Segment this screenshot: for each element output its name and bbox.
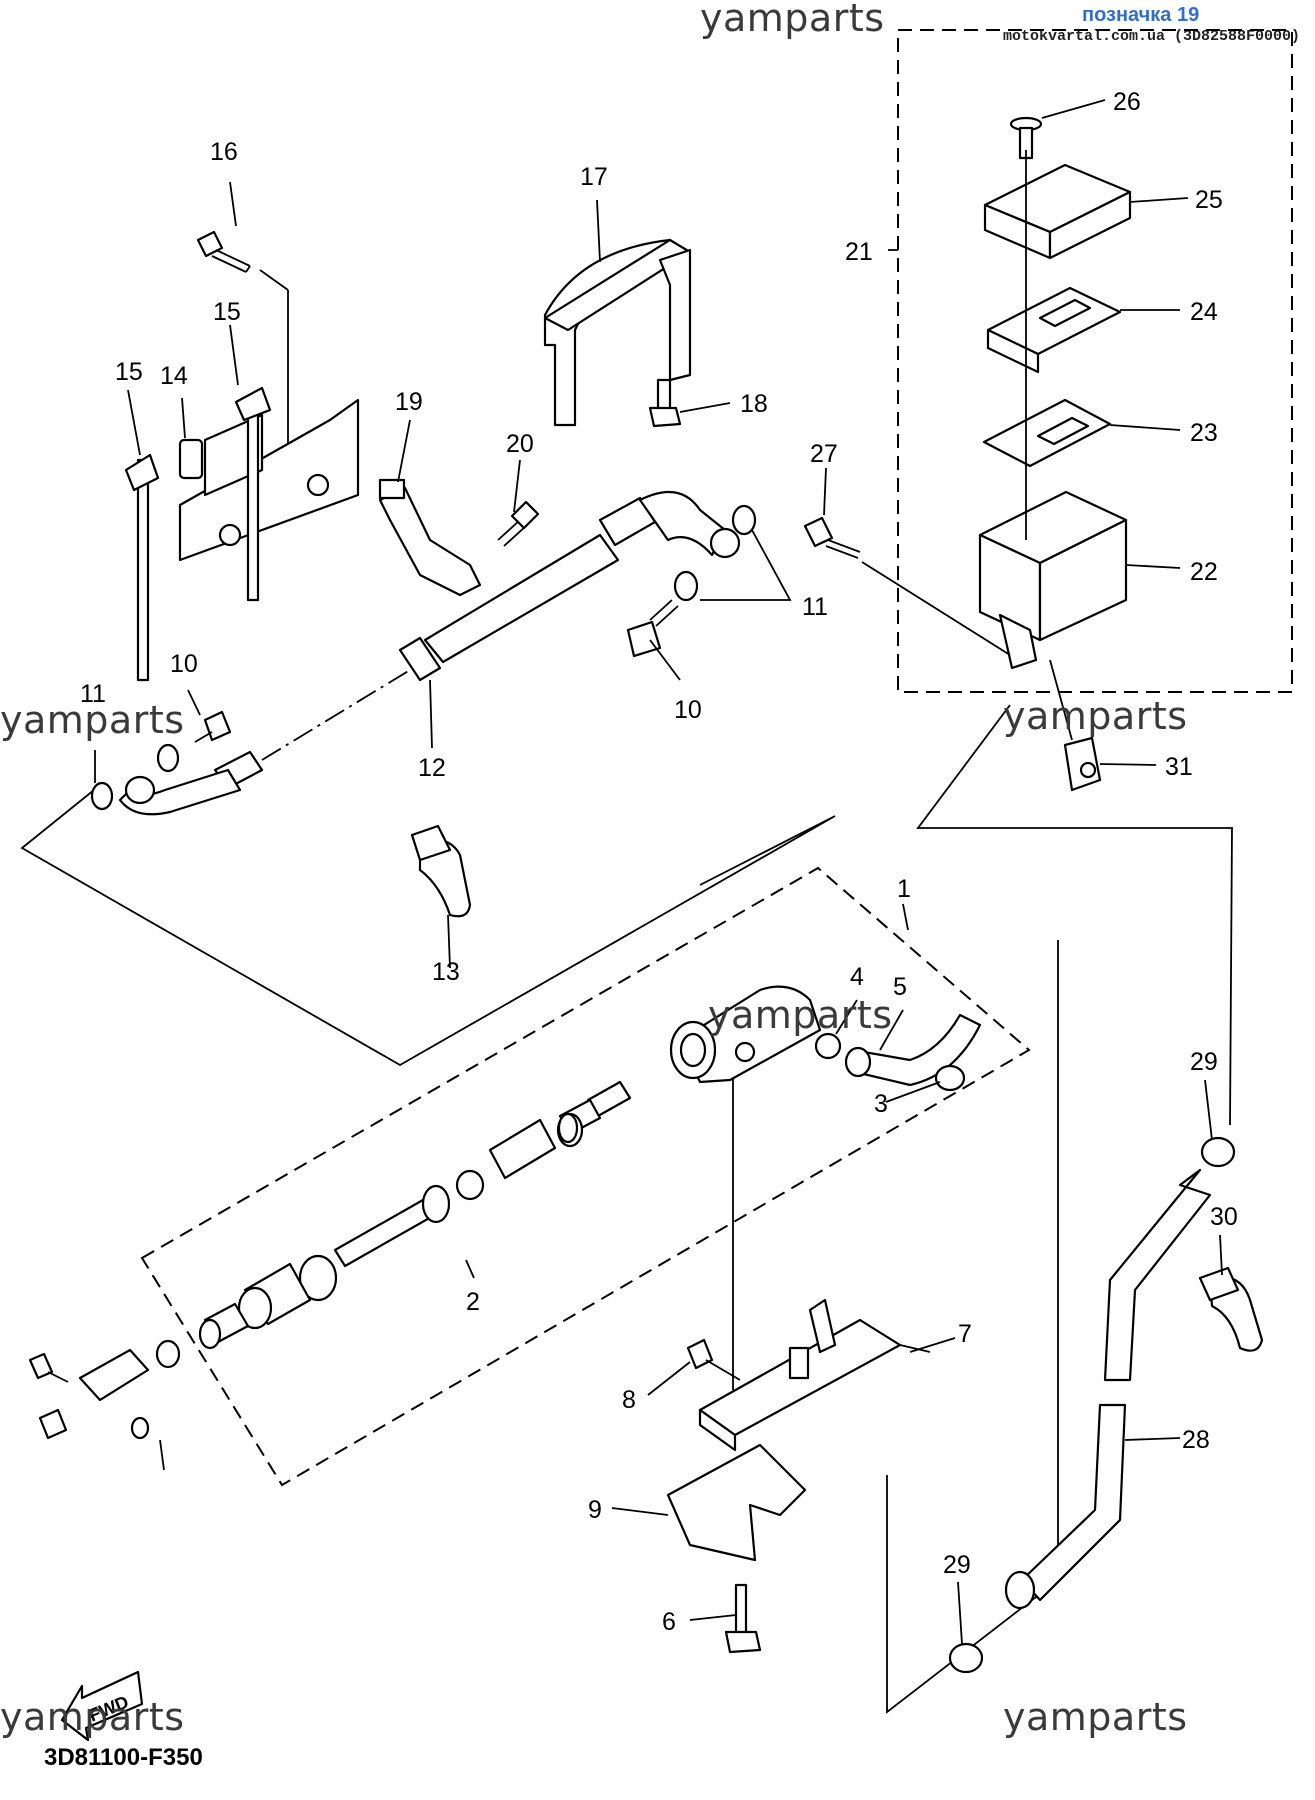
callout-11b: 11 bbox=[802, 593, 828, 621]
part-11-washers bbox=[90, 504, 792, 811]
part-5-elbow bbox=[844, 1013, 982, 1087]
part-7-bracket bbox=[698, 1298, 931, 1452]
callout-29a: 29 bbox=[1190, 1048, 1218, 1076]
callout-4: 4 bbox=[850, 963, 864, 991]
callout-10a: 10 bbox=[170, 650, 198, 678]
master-cylinder-body bbox=[669, 985, 822, 1084]
part-16-bolt bbox=[196, 230, 289, 462]
part-12-hose bbox=[118, 490, 741, 816]
callout-11a: 11 bbox=[80, 680, 106, 708]
part-27-bolt bbox=[803, 516, 1011, 656]
callout-19: 19 bbox=[395, 388, 423, 416]
watermark-bottom-right: yamparts bbox=[1003, 1695, 1188, 1739]
callout-10b: 10 bbox=[674, 696, 702, 724]
part-10-bolts bbox=[194, 599, 679, 743]
callout-15b: 15 bbox=[213, 298, 241, 326]
watermark-center: yamparts bbox=[708, 993, 893, 1037]
callout-28: 28 bbox=[1182, 1426, 1210, 1454]
callout-20: 20 bbox=[506, 430, 534, 458]
part-3-clip bbox=[934, 1064, 966, 1092]
part-30-clip bbox=[1198, 1266, 1264, 1352]
part-23-diaphragm bbox=[982, 398, 1112, 468]
part-15-cable-tie-long bbox=[124, 453, 160, 682]
designation-label: позначка 19 bbox=[1082, 4, 1200, 26]
part-9-cover bbox=[666, 1443, 807, 1562]
watermark-right: yamparts bbox=[1003, 694, 1188, 738]
part-29-clamp-lower bbox=[948, 1642, 984, 1674]
callout-29b: 29 bbox=[943, 1551, 971, 1579]
part-4-oring bbox=[814, 1032, 842, 1060]
part-31-clip bbox=[1049, 659, 1102, 792]
clevis-hardware bbox=[28, 1348, 165, 1471]
callout-13: 13 bbox=[432, 958, 460, 986]
callout-23: 23 bbox=[1190, 419, 1218, 447]
callout-22: 22 bbox=[1190, 558, 1218, 586]
watermark-top: yamparts bbox=[700, 0, 885, 40]
watermark-bottom-left: yamparts bbox=[0, 1695, 185, 1739]
callout-7: 7 bbox=[958, 1320, 972, 1348]
callout-3: 3 bbox=[874, 1090, 888, 1118]
part-2-piston-kit bbox=[155, 1080, 632, 1369]
callout-30: 30 bbox=[1210, 1203, 1238, 1231]
leader-lines bbox=[127, 99, 1223, 1645]
callout-6: 6 bbox=[662, 1608, 676, 1636]
part-19-bracket bbox=[378, 478, 482, 597]
part-6-bolt bbox=[724, 1583, 762, 1654]
part-13-clamp bbox=[410, 824, 472, 918]
callout-12: 12 bbox=[418, 754, 446, 782]
callout-18: 18 bbox=[740, 390, 768, 418]
part-8-bolt bbox=[686, 1338, 741, 1381]
callout-2: 2 bbox=[466, 1288, 480, 1316]
part-18-bolt bbox=[648, 378, 682, 428]
part-14-bracket bbox=[178, 398, 360, 562]
callout-15a: 15 bbox=[115, 358, 143, 386]
part-25-cap bbox=[983, 163, 1132, 260]
callout-31: 31 bbox=[1165, 753, 1193, 781]
source-label: motokvartal.com.ua (3D82588F0000) bbox=[1003, 28, 1301, 45]
callout-8: 8 bbox=[622, 1386, 636, 1414]
part-26-screw bbox=[1009, 116, 1043, 160]
callout-27: 27 bbox=[810, 440, 838, 468]
part-24-plate bbox=[986, 286, 1122, 374]
guide-line-left-loop bbox=[20, 789, 836, 1067]
callout-16: 16 bbox=[210, 138, 238, 166]
watermark-left: yamparts bbox=[0, 698, 185, 742]
callout-26: 26 bbox=[1113, 88, 1141, 116]
guide-line-right-loop bbox=[916, 704, 1233, 1126]
master-cylinder-assembly-box bbox=[140, 866, 1031, 1487]
part-29-clamp-upper bbox=[1200, 1136, 1236, 1168]
callout-5: 5 bbox=[893, 973, 907, 1001]
diagram-code: 3D81100-F350 bbox=[44, 1744, 203, 1771]
part-28-hose bbox=[1004, 1168, 1212, 1610]
callout-14: 14 bbox=[160, 362, 188, 390]
callout-21: 21 bbox=[845, 238, 873, 266]
part-17-bracket bbox=[543, 238, 692, 427]
callout-labels: 1 2 3 4 5 6 7 8 9 10 10 11 11 12 13 14 1… bbox=[80, 88, 1238, 1636]
callout-9: 9 bbox=[588, 1496, 602, 1524]
callout-1: 1 bbox=[897, 875, 911, 903]
callout-24: 24 bbox=[1190, 298, 1218, 326]
part-15-cable-tie-short bbox=[234, 386, 272, 602]
part-20-bolt bbox=[497, 500, 540, 547]
callout-25: 25 bbox=[1195, 186, 1223, 214]
callout-17: 17 bbox=[580, 163, 608, 191]
